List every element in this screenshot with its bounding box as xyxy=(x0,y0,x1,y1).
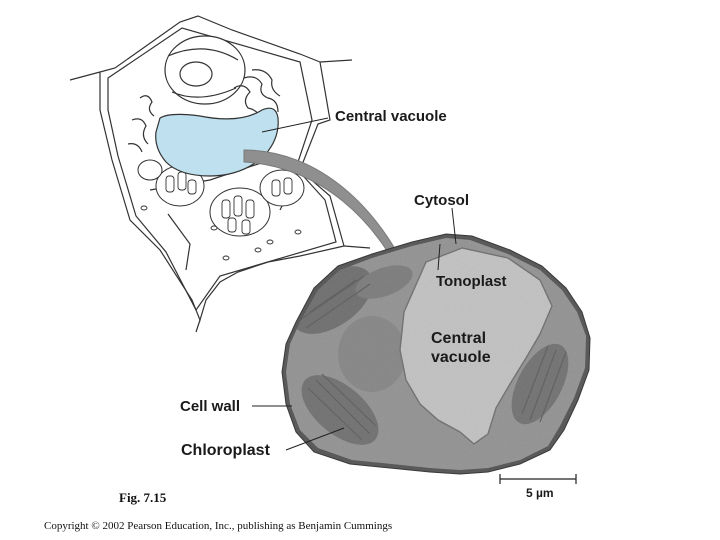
label-central-vacuole-micrograph: Central vacuole xyxy=(431,329,541,367)
label-tonoplast: Tonoplast xyxy=(436,273,507,290)
copyright-notice: Copyright © 2002 Pearson Education, Inc.… xyxy=(44,520,393,532)
plant-cell-illustration xyxy=(69,15,371,333)
central-vacuole-leader xyxy=(261,117,329,133)
scale-bar-label: 5 µm xyxy=(526,486,554,500)
label-chloroplast: Chloroplast xyxy=(181,442,270,459)
micrograph-leaders xyxy=(252,207,457,451)
label-central-vacuole-top: Central vacuole xyxy=(335,108,447,125)
scale-bar-line xyxy=(499,474,577,484)
label-central-vacuole-line2: vacuole xyxy=(431,349,491,366)
figure-number: Fig. 7.15 xyxy=(119,490,167,505)
illustration-central-vacuole xyxy=(155,107,279,177)
label-central-vacuole-line1: Central xyxy=(431,330,487,347)
illustration-vesicles xyxy=(140,205,302,261)
label-cytosol: Cytosol xyxy=(414,192,470,209)
label-cell-wall: Cell wall xyxy=(180,398,241,415)
